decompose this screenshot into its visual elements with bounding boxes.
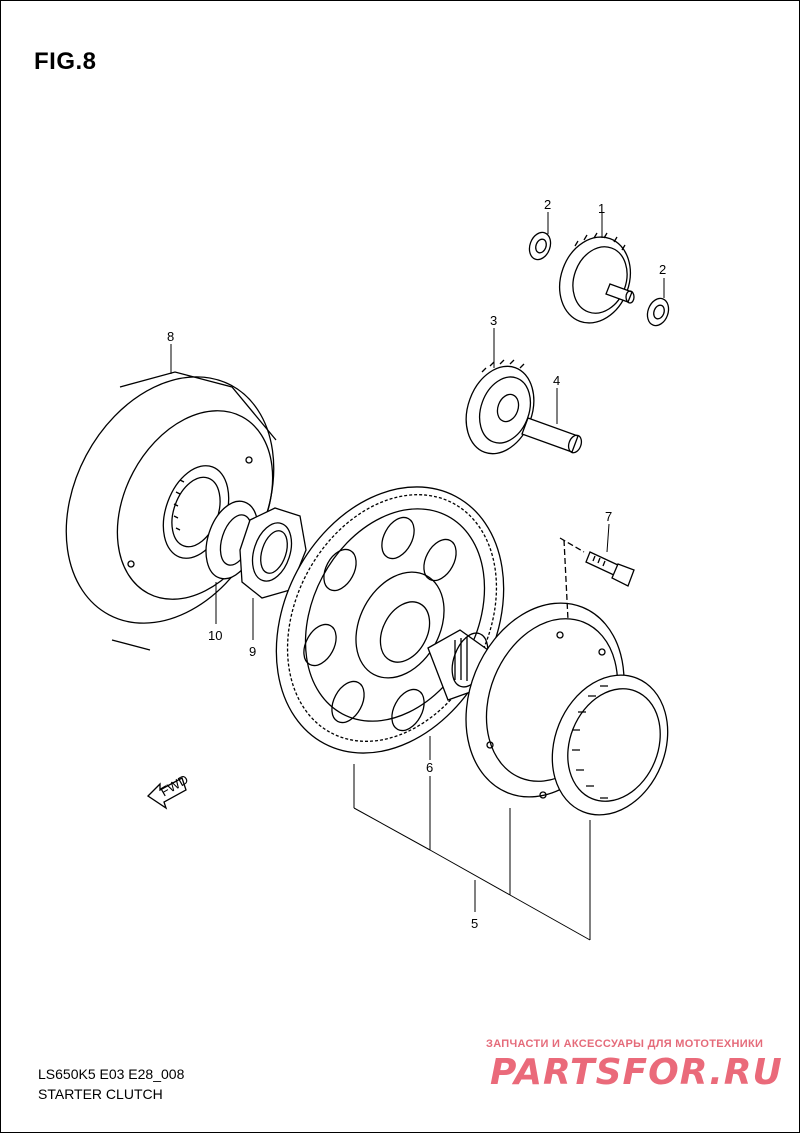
- part-2-washer-lower: [646, 297, 670, 327]
- part-7-bolt: [559, 537, 635, 621]
- leader-lines: [170, 212, 665, 941]
- callout-9: 9: [249, 644, 256, 659]
- part-9-nut: [239, 507, 307, 599]
- callout-7: 7: [605, 509, 612, 524]
- callout-3: 3: [490, 313, 497, 328]
- part-3-idle-gear: [465, 359, 535, 455]
- watermark-logo: PARTSFOR.RU: [490, 1052, 783, 1093]
- part-2-washer-upper: [528, 231, 552, 261]
- callout-1: 1: [598, 201, 605, 216]
- callout-8: 8: [167, 329, 174, 344]
- callout-2-lower: 2: [659, 262, 666, 277]
- callout-5: 5: [471, 916, 478, 931]
- model-code: LS650K5 E03 E28_008: [38, 1066, 185, 1082]
- part-4-shaft: [521, 417, 583, 454]
- fwd-arrow-icon: [146, 777, 187, 810]
- callout-4: 4: [553, 373, 560, 388]
- part-5-one-way-clutch: [465, 602, 669, 816]
- callout-2-upper: 2: [544, 197, 551, 212]
- part-8-clutch-housing: [65, 371, 277, 651]
- callout-6: 6: [426, 760, 433, 775]
- section-title: STARTER CLUTCH: [38, 1086, 163, 1102]
- callout-10: 10: [208, 628, 222, 643]
- part-1-reduction-gear: [559, 232, 635, 324]
- watermark-tagline: ЗАПЧАСТИ И АКСЕССУАРЫ ДЛЯ МОТОТЕХНИКИ: [486, 1038, 764, 1050]
- figure-title: FIG.8: [34, 48, 97, 75]
